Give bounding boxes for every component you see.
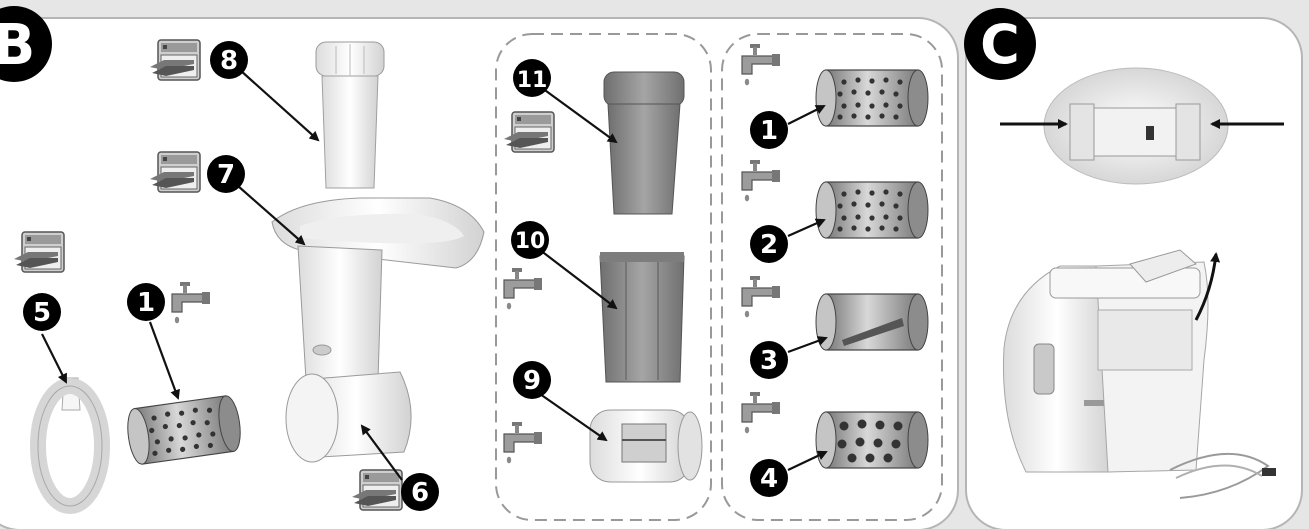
callout-1-left: 1	[127, 283, 165, 321]
callout-5: 5	[23, 293, 61, 331]
callout-6: 6	[401, 473, 439, 511]
callout-2: 2	[750, 225, 788, 263]
section-letter-b: B	[0, 13, 35, 78]
callout-1-left-label: 1	[137, 288, 155, 318]
callout-5-label: 5	[33, 298, 51, 328]
callout-11: 11	[513, 59, 551, 97]
dishwasher-icon	[14, 232, 64, 272]
callout-8: 8	[210, 41, 248, 79]
callout-4-label: 4	[760, 464, 778, 494]
callout-6-label: 6	[411, 478, 429, 508]
part-9-slicing-drum	[590, 410, 702, 482]
dishwasher-icon	[150, 40, 200, 80]
callout-10: 10	[511, 221, 549, 259]
callout-11-label: 11	[517, 68, 548, 93]
callout-3: 3	[750, 341, 788, 379]
section-badge-c: C	[964, 8, 1036, 80]
callout-4: 4	[750, 459, 788, 497]
callout-9-label: 9	[523, 366, 541, 396]
dishwasher-icon	[150, 152, 200, 192]
callout-10-label: 10	[515, 229, 546, 254]
callout-1-right: 1	[750, 111, 788, 149]
part-8-pusher	[316, 42, 384, 188]
dishwasher-icon	[352, 470, 402, 510]
callout-2-label: 2	[760, 230, 778, 260]
callout-1-right-label: 1	[760, 116, 778, 146]
part-1-drum	[816, 70, 928, 126]
part-2-drum	[816, 182, 928, 238]
part-11-pusher-grey	[604, 72, 684, 214]
section-letter-c: C	[980, 13, 1020, 76]
part-10-sleeve-grey	[600, 252, 684, 382]
callout-3-label: 3	[760, 346, 778, 376]
part-4-drum	[816, 412, 928, 468]
release-latch-closeup	[1044, 68, 1228, 184]
callout-7-label: 7	[217, 160, 235, 190]
callout-8-label: 8	[220, 46, 238, 76]
dishwasher-icon	[504, 112, 554, 152]
part-3-drum	[816, 294, 928, 350]
callout-7: 7	[207, 155, 245, 193]
callout-9: 9	[513, 361, 551, 399]
